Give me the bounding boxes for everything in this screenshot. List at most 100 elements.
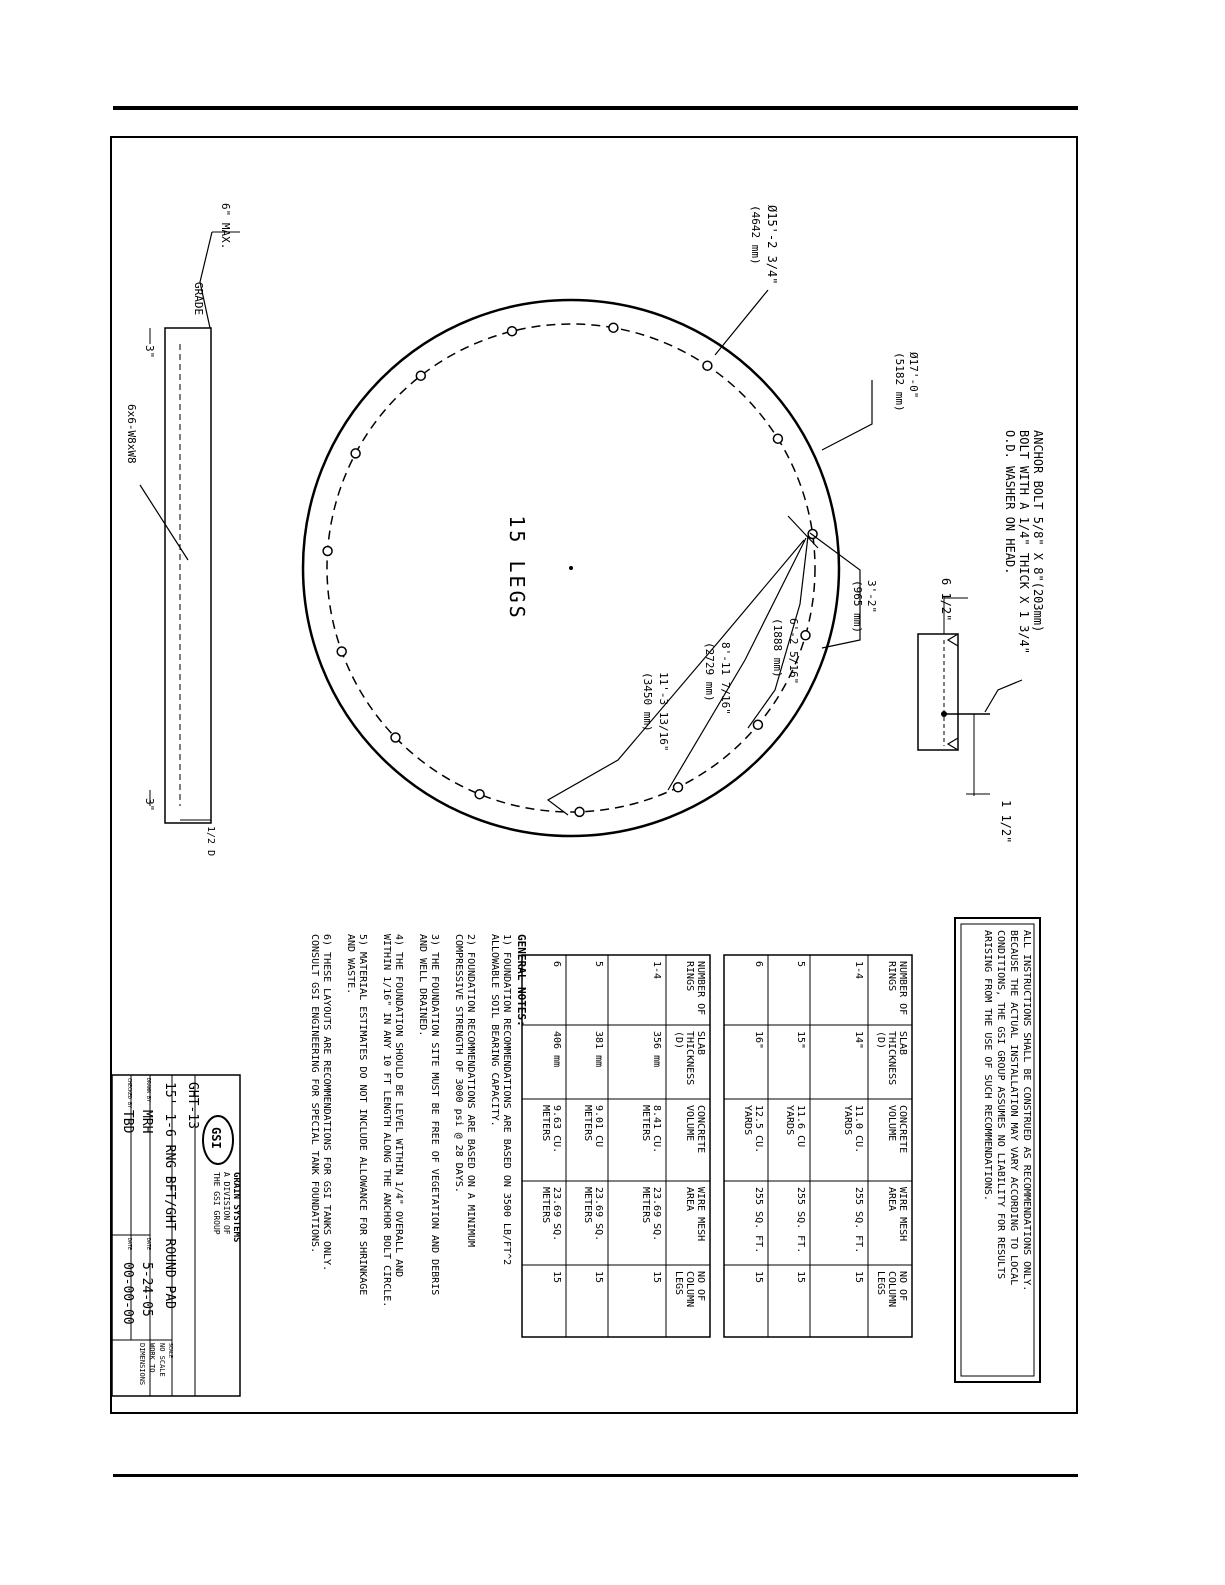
drawing-title: 15' 1-6 RNG BFT/GHT ROUND PAD bbox=[162, 1082, 177, 1309]
note-line: 1) FOUNDATION RECOMMENDATIONS ARE BASED … bbox=[501, 934, 512, 1265]
section-max-label: 6" MAX. bbox=[219, 203, 232, 249]
anchor-bolts bbox=[322, 322, 818, 818]
table-cell: METERS bbox=[540, 1187, 551, 1223]
table-cell: 14" bbox=[853, 1031, 864, 1049]
dim-8-11-text: 8'-11 7/16" bbox=[719, 642, 732, 715]
table-cell: 11.6 CU bbox=[795, 1105, 806, 1147]
table-metric: NUMBER OFRINGSSLABTHICKNESS(D)CONCRETEVO… bbox=[521, 954, 711, 1338]
table-cell: 15 bbox=[593, 1271, 604, 1283]
pad-outline bbox=[301, 298, 841, 838]
note-line: 6) THESE LAYOUTS ARE RECOMMENDATIONS FOR… bbox=[321, 934, 332, 1271]
anchor-bolt bbox=[574, 806, 585, 818]
table-header-cell: (D) bbox=[673, 1031, 684, 1049]
table-cell: 5 bbox=[593, 961, 604, 967]
table-header-cell: CONCRETE bbox=[695, 1105, 706, 1153]
anchor-bolt bbox=[800, 630, 811, 641]
bolt-circle-mm: (4642 mm) bbox=[749, 205, 762, 265]
bolt-concrete-block bbox=[917, 633, 959, 751]
date: 5-24-05 bbox=[139, 1262, 154, 1317]
note-line: WITHIN 1/16" IN ANY 10 FT LENGTH ALONG T… bbox=[381, 934, 392, 1307]
table-cell: YARDS bbox=[784, 1105, 795, 1135]
scale-line-2: WORK TO bbox=[148, 1343, 156, 1373]
table-cell: 406 mm bbox=[551, 1031, 562, 1067]
anchor-bolt bbox=[415, 370, 427, 381]
table-cell: 255 SQ. FT. bbox=[795, 1187, 806, 1253]
drawing-frame bbox=[110, 136, 1078, 1414]
anchor-bolt bbox=[752, 719, 764, 731]
table-cell: 11.0 CU. bbox=[853, 1105, 864, 1153]
mesh-label: 6x6-W8xW8 bbox=[125, 404, 138, 464]
bolt-circle-dim: Ø15'-2 3/4" (4642 mm) bbox=[714, 205, 779, 356]
table-header-cell: RINGS bbox=[684, 961, 695, 991]
scale-line-1: NO SCALE bbox=[158, 1343, 166, 1377]
table-cell: METERS bbox=[640, 1187, 651, 1223]
section-dim-right-label: 3" bbox=[143, 798, 156, 811]
break-mark-top bbox=[946, 633, 959, 647]
bolt-dim-a: 6 1/2" bbox=[939, 578, 953, 621]
grade-label: GRADE bbox=[192, 282, 205, 315]
legs-label: 15 LEGS bbox=[505, 515, 529, 620]
note-line: 4) THE FOUNDATION SHOULD BE LEVEL WITHIN… bbox=[393, 934, 404, 1277]
table-cell: YARDS bbox=[842, 1105, 853, 1135]
table-cell: 9.63 CU. bbox=[551, 1105, 562, 1153]
table-header-cell: AREA bbox=[684, 1187, 695, 1211]
anchor-bolt bbox=[390, 732, 401, 743]
spacing-dims bbox=[546, 515, 861, 816]
dim-6-2-text: 6'-2 5/16" bbox=[787, 618, 800, 684]
table-header-cell: VOLUME bbox=[886, 1105, 897, 1141]
table-cell: 15 bbox=[795, 1271, 806, 1283]
table-imperial: NUMBER OFRINGSSLABTHICKNESS(D)CONCRETEVO… bbox=[723, 954, 913, 1338]
dim-11-3-mm: (3450 mm) bbox=[641, 672, 654, 732]
table-cell: 12.5 CU. bbox=[753, 1105, 764, 1153]
anchor-bolt bbox=[702, 360, 713, 371]
table-cell: 15 bbox=[651, 1271, 662, 1283]
table-cell: 356 mm bbox=[651, 1031, 662, 1067]
bolt-circle bbox=[326, 323, 816, 813]
dim-8-11-line bbox=[667, 537, 807, 791]
table-header-cell: THICKNESS bbox=[886, 1031, 897, 1085]
outer-diameter-dim: Ø17'-0" (5182 mm) bbox=[821, 352, 920, 451]
anchor-bolt bbox=[336, 646, 347, 657]
disclaimer-text: ALL INSTRUCTIONS SHALL BE CONSTRUED AS R… bbox=[982, 930, 1032, 1291]
table-cell: 381 mm bbox=[593, 1031, 604, 1067]
table-border bbox=[521, 954, 711, 1338]
table-header-cell: VOLUME bbox=[684, 1105, 695, 1141]
table-header-cell: LEGS bbox=[673, 1271, 684, 1295]
table-cell: YARDS bbox=[742, 1105, 753, 1135]
anchor-bolt bbox=[474, 788, 485, 800]
anchor-bolt bbox=[772, 433, 784, 444]
outer-diameter-leader bbox=[821, 380, 873, 451]
anchor-bolt-detail: ANCHOR BOLT 5/8" X 8"(203mm) BOLT WITH A… bbox=[917, 430, 1045, 843]
table-header-cell: THICKNESS bbox=[684, 1031, 695, 1085]
table-cell: 1-4 bbox=[853, 961, 864, 979]
table-cell: 15 bbox=[753, 1271, 764, 1283]
date2-label: DATE bbox=[126, 1238, 132, 1250]
table-cell: 15" bbox=[795, 1031, 806, 1049]
disclaimer-line: ALL INSTRUCTIONS SHALL BE CONSTRUED AS R… bbox=[1021, 930, 1032, 1291]
gsi-logo bbox=[202, 1115, 234, 1165]
company-line-2: A DIVISION OF bbox=[222, 1172, 231, 1235]
drawn-by: MRH bbox=[139, 1110, 154, 1133]
anchor-bolt bbox=[672, 782, 684, 793]
note-line: AND WELL DRAINED. bbox=[417, 934, 428, 1036]
outer-diameter-text: Ø17'-0" bbox=[907, 352, 920, 398]
table-cell: 255 SQ. FT. bbox=[853, 1187, 864, 1253]
anchor-bolt-line-2: BOLT WITH A 1/4" THICK X 1 3/4" bbox=[1017, 430, 1031, 654]
table-cell: 6 bbox=[753, 961, 764, 967]
table-header-cell: AREA bbox=[886, 1187, 897, 1211]
disclaimer-outer bbox=[954, 917, 1041, 1383]
dim-8-11-mm: (2729 mm) bbox=[703, 642, 716, 702]
bottom-rule bbox=[113, 1474, 1078, 1477]
table-cell: 16" bbox=[753, 1031, 764, 1049]
checked-by-label: CHECKED BY bbox=[126, 1078, 132, 1108]
table-header-cell: CONCRETE bbox=[897, 1105, 908, 1153]
disclaimer-box: ALL INSTRUCTIONS SHALL BE CONSTRUED AS R… bbox=[954, 917, 1041, 1383]
dim-3-2-line bbox=[809, 532, 861, 649]
disclaimer-line: BECAUSE THE ACTUAL INSTALLATION MAY VARY… bbox=[1008, 930, 1019, 1285]
drawing-number: GHT-13 bbox=[185, 1082, 200, 1129]
dim-3-2-text: 3'-2" bbox=[865, 580, 878, 613]
table-cell: METERS bbox=[582, 1105, 593, 1141]
title-block: GSI GRAIN SYSTEMS A DIVISION OF THE GSI … bbox=[111, 1074, 241, 1397]
table-cell: 23.69 SQ. bbox=[593, 1187, 604, 1241]
table-header-cell: NO OF bbox=[695, 1271, 706, 1301]
